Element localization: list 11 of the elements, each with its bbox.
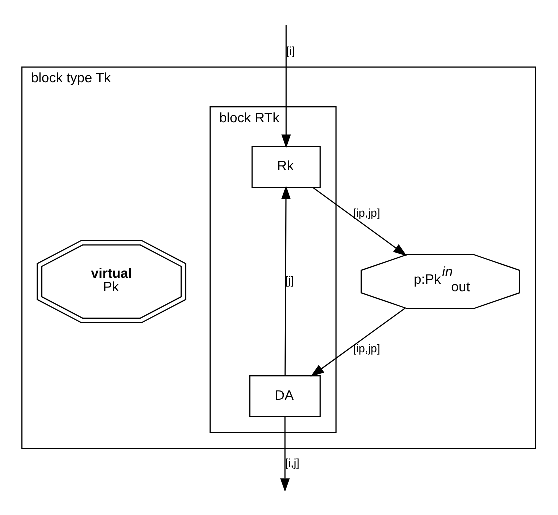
arrow xyxy=(280,416,290,492)
arrow xyxy=(312,186,408,256)
arrow xyxy=(282,24,292,148)
node-box: Rk xyxy=(252,146,321,188)
arrow xyxy=(310,308,406,376)
arrow xyxy=(281,185,291,376)
node-box: DA xyxy=(250,375,321,417)
edge-label: [ip,jp] xyxy=(353,208,380,220)
edge-label: [i] xyxy=(286,45,296,58)
edge-label: [ip,jp] xyxy=(353,342,380,355)
edge-label: [i,j] xyxy=(285,457,300,470)
